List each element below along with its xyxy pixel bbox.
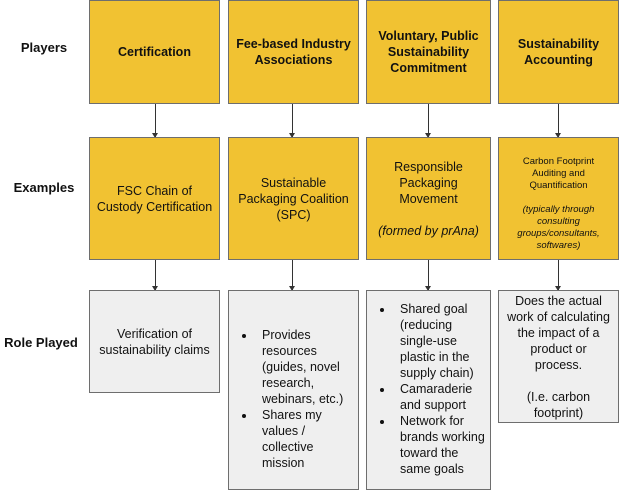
row-label-players: Players — [20, 40, 68, 55]
role-box-rpm: Shared goal (reducing single-use plastic… — [366, 290, 491, 490]
row-label-examples: Examples — [13, 180, 75, 195]
role-list-item: Shared goal (reducing single-use plastic… — [394, 301, 490, 381]
example-box-spc: Sustainable Packaging Coalition (SPC) — [228, 137, 359, 260]
role-note: (I.e. carbon footprint) — [526, 389, 591, 420]
arrow-down — [425, 260, 431, 291]
role-list: Shared goal (reducing single-use plastic… — [367, 301, 490, 477]
role-list-item: Shares my values / collective mission — [256, 407, 358, 471]
role-list-item: Network for brands working toward the sa… — [394, 413, 490, 477]
example-note: (typically through consulting groups/con… — [517, 204, 600, 251]
arrow-down — [289, 260, 295, 291]
player-label: Sustainability Accounting — [517, 37, 600, 67]
role-list-item: Camaraderie and support — [394, 381, 490, 413]
example-note: (formed by prAna) — [378, 223, 479, 238]
example-box-rpm: Responsible Packaging Movement (formed b… — [366, 137, 491, 260]
player-label: Fee-based Industry Associations — [236, 37, 351, 67]
example-title: Carbon Footprint Auditing and Quantifica… — [522, 156, 595, 191]
arrow-down — [289, 104, 295, 138]
role-box-verification: Verification of sustainability claims — [89, 290, 220, 393]
player-box-fee-based-associations: Fee-based Industry Associations — [228, 0, 359, 104]
player-box-sustainability-accounting: Sustainability Accounting — [498, 0, 619, 104]
arrow-down — [152, 260, 158, 291]
example-text: Sustainable Packaging Coalition (SPC) — [238, 175, 349, 222]
player-label: Voluntary, Public Sustainability Commitm… — [378, 29, 479, 75]
role-box-carbon-accounting: Does the actual work of calculating the … — [498, 290, 619, 423]
player-box-certification: Certification — [89, 0, 220, 104]
row-label-role-played: Role Played — [4, 335, 78, 350]
example-box-carbon-footprint: Carbon Footprint Auditing and Quantifica… — [498, 137, 619, 260]
arrow-down — [425, 104, 431, 138]
arrow-down — [555, 260, 561, 291]
role-text: Verification of sustainability claims — [99, 326, 210, 357]
arrow-down — [152, 104, 158, 138]
example-text: FSC Chain of Custody Certification — [96, 183, 213, 214]
arrow-down — [555, 104, 561, 138]
role-box-spc: Provides resources (guides, novel resear… — [228, 290, 359, 490]
role-list: Provides resources (guides, novel resear… — [229, 327, 358, 471]
role-list-item: Provides resources (guides, novel resear… — [256, 327, 358, 407]
player-box-voluntary-commitment: Voluntary, Public Sustainability Commitm… — [366, 0, 491, 104]
example-box-fsc: FSC Chain of Custody Certification — [89, 137, 220, 260]
example-title: Responsible Packaging Movement — [394, 159, 463, 206]
role-text: Does the actual work of calculating the … — [507, 293, 610, 372]
player-label: Certification — [118, 45, 191, 59]
